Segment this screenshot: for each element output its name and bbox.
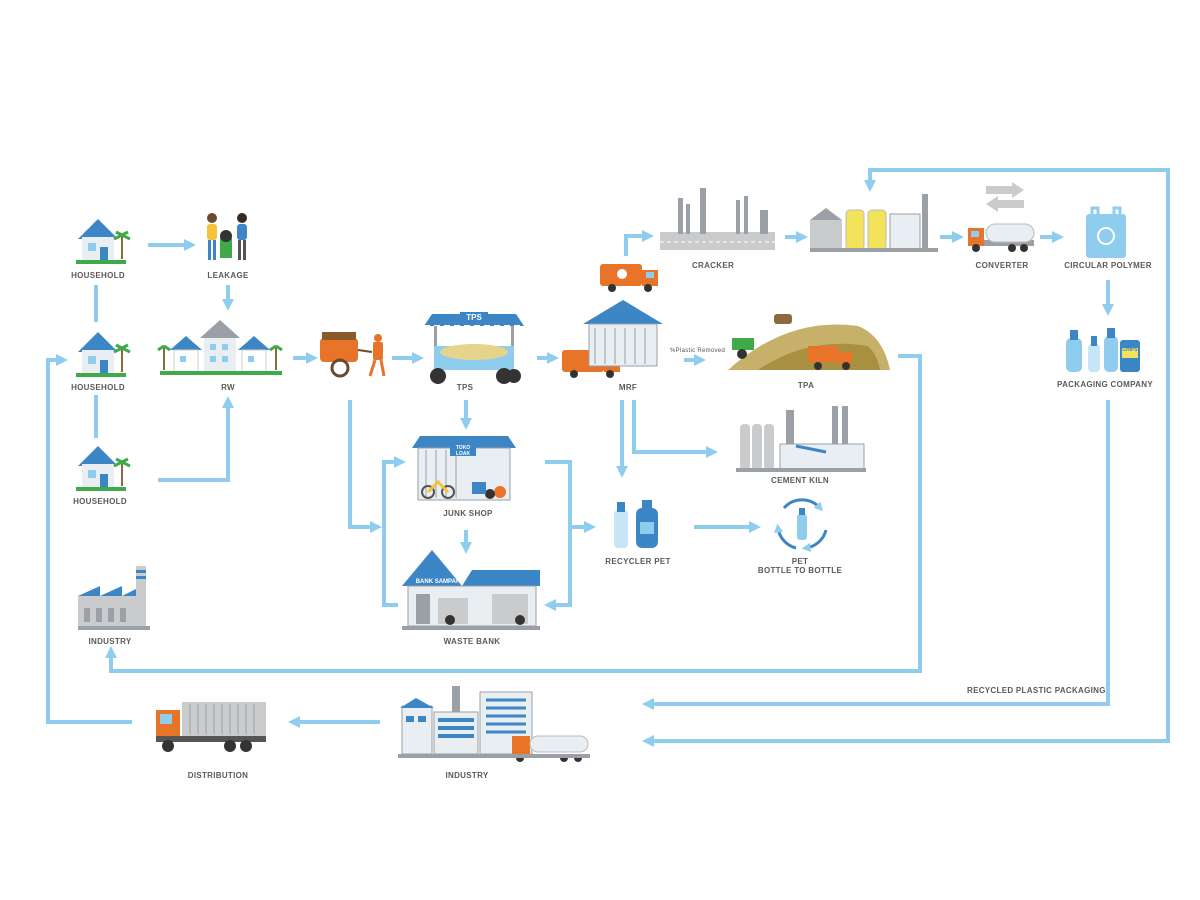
label-converter: CONVERTER: [975, 261, 1029, 270]
junk-shop-sign-1: TOKO: [456, 445, 470, 451]
house-icon: [76, 332, 131, 377]
arrow-cart-to-wastebank: [348, 400, 382, 533]
label-leakage: LEAKAGE: [207, 271, 249, 280]
label-cracker: CRACKER: [691, 261, 735, 270]
label-recycler-pet: RECYCLER PET: [605, 557, 671, 566]
label-bottle-to-bottle: BOTTLE TO BOTTLE: [757, 566, 843, 575]
label-waste-bank: WASTE BANK: [443, 637, 501, 646]
junk-shop-icon: [412, 436, 516, 501]
recycle-loop-icon: [774, 498, 828, 552]
label-pet: PET: [791, 557, 809, 566]
arrow-industry-return: [642, 360, 1170, 747]
mrf-building-icon: [583, 300, 663, 367]
label-cement-kiln: CEMENT KILN: [771, 476, 829, 485]
refinery-icon: [660, 188, 775, 250]
arrow-return-to-plant: [864, 168, 1170, 360]
cement-factory-icon: [736, 406, 866, 472]
recycler-bottles-icon: [614, 500, 658, 548]
label-circular-polymer: CIRCULAR POLYMER: [1064, 261, 1152, 270]
label-plastic-removed: %Plastic Removed: [670, 348, 726, 354]
plant-icon: [810, 194, 938, 252]
label-household-1: HOUSEHOLD: [71, 271, 125, 280]
garbage-truck-icon: [600, 264, 658, 292]
tanker-truck-icon: [968, 223, 1035, 252]
label-tps: TPS: [456, 383, 474, 392]
arrow-mrf-to-cracker: [624, 230, 654, 256]
label-junk-shop: JUNK SHOP: [443, 509, 493, 518]
arrow-mrf-to-cement: [632, 400, 718, 458]
label-industry-left: INDUSTRY: [88, 637, 132, 646]
people-bins-icon: [207, 213, 247, 260]
house-icon: [76, 219, 131, 264]
label-rw: RW: [221, 383, 235, 392]
bottles-icon: [1066, 328, 1140, 372]
industry-complex-icon: [398, 686, 590, 762]
label-household-2: HOUSEHOLD: [71, 383, 125, 392]
label-mrf: MRF: [618, 383, 638, 392]
arrow-packaging-to-industry: [642, 400, 1110, 710]
waste-bank-icon: [402, 550, 540, 630]
arrow-loop-to-junkshop: [382, 456, 406, 607]
neighborhood-icon: [157, 320, 283, 375]
flow-arrows: [46, 168, 1170, 747]
label-tpa: TPA: [797, 381, 815, 390]
arrow-wastebank-from-right: [544, 527, 572, 611]
exchange-arrows-icon: [986, 182, 1024, 212]
chips-label: CHIPS: [1122, 347, 1138, 353]
factory-icon: [78, 566, 150, 630]
label-recycled-plastic-packaging: RECYCLED PLASTIC PACKAGING: [967, 686, 1106, 695]
landfill-icon: [728, 314, 890, 370]
recycle-bag-icon: [1086, 206, 1126, 258]
arrow-household3-to-rw: [158, 396, 234, 482]
arrow-distribution-to-household: [46, 354, 132, 724]
house-icon: [76, 446, 131, 491]
arrow-tpa-to-industry-left: [105, 354, 922, 673]
tps-shelter-icon: [424, 312, 524, 384]
tps-sign: TPS: [466, 313, 482, 322]
label-industry-bottom: INDUSTRY: [445, 771, 489, 780]
waste-bank-sign: BANK SAMPAH: [416, 579, 461, 585]
label-distribution: DISTRIBUTION: [187, 771, 249, 780]
cart-worker-icon: [320, 332, 386, 378]
label-household-3: HOUSEHOLD: [73, 497, 127, 506]
arrow-junkshop-to-recycler: [545, 460, 596, 533]
container-truck-icon: [156, 702, 266, 752]
junk-shop-sign-2: LOAK: [456, 451, 471, 457]
label-packaging-company: PACKAGING COMPANY: [1057, 380, 1153, 389]
